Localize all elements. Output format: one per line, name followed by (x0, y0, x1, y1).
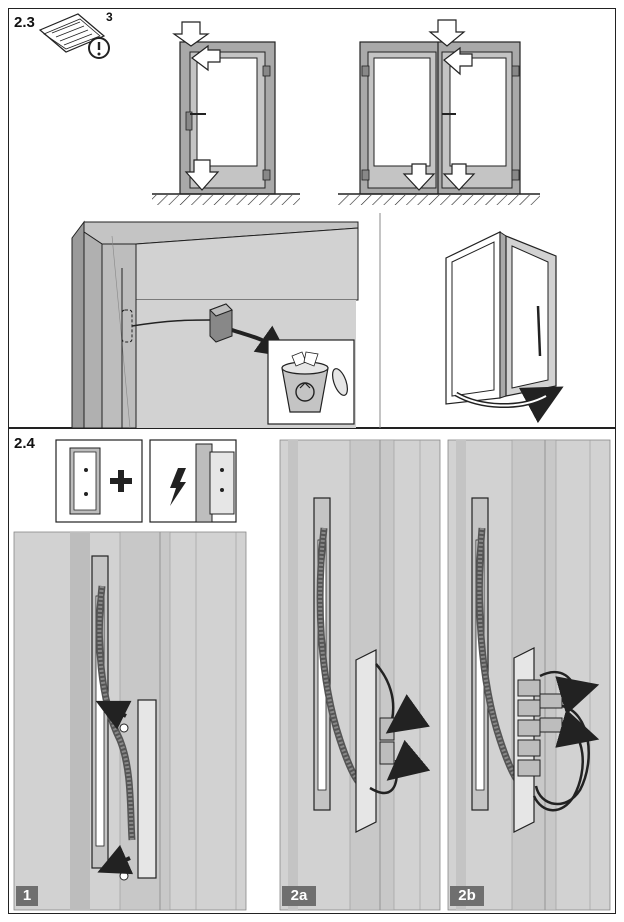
door-plus-icon (55, 439, 143, 523)
section-2-4-frame (8, 428, 616, 914)
single-door-diagram (152, 21, 300, 205)
step-badge-1: 1 (16, 886, 38, 906)
open-door-diagram (445, 231, 564, 424)
manual-warning-icon (38, 13, 110, 59)
section-label-2-4: 2.4 (14, 435, 35, 452)
panel-step-2b (447, 439, 611, 911)
section-label-2-3: 2.3 (14, 14, 35, 31)
lightning-icon (149, 439, 237, 523)
panel-step-1 (13, 531, 247, 911)
panel-step-2a (279, 439, 441, 911)
manual-page-number: 3 (106, 10, 113, 24)
recycle-bin-icon (267, 339, 355, 425)
step-badge-2a: 2a (282, 886, 316, 906)
step-badge-2b: 2b (450, 886, 484, 906)
double-door-diagram (338, 19, 540, 205)
